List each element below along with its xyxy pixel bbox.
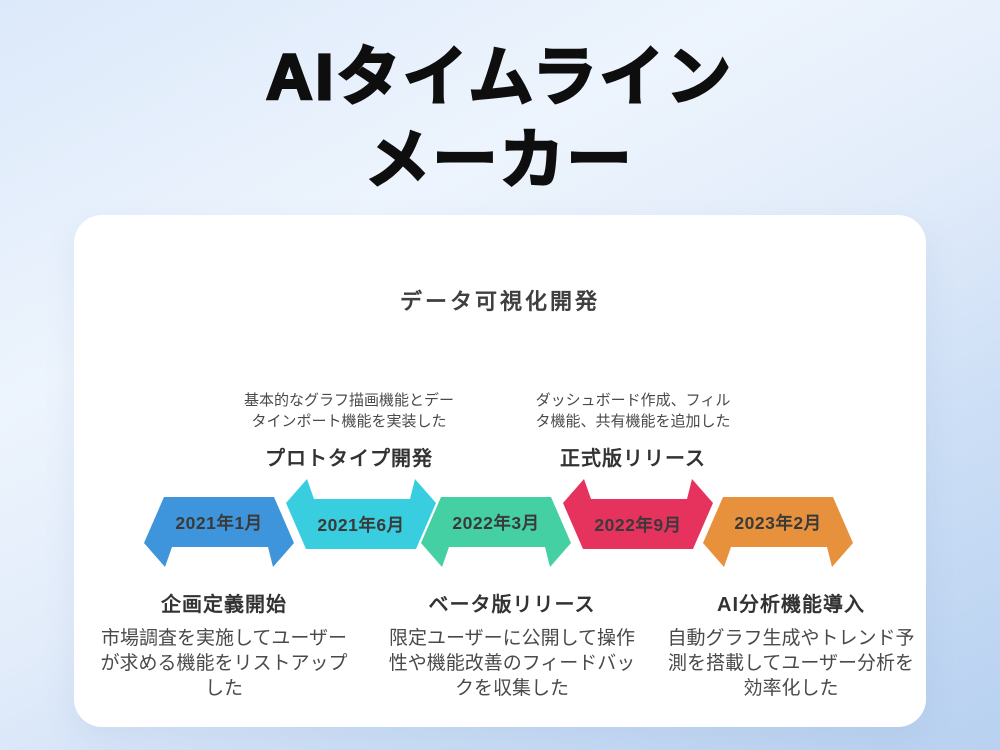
timeline-date: 2021年6月	[317, 514, 405, 535]
annotation-description: ダッシュボード作成、フィル タ機能、共有機能を追加した	[535, 392, 731, 430]
page-title-line1: AIタイムライン	[265, 40, 734, 115]
annotation-prototype: 基本的なグラフ描画機能とデー タインポート機能を実装した プロトタイプ開発	[219, 390, 479, 471]
ribbon-banner-down-icon	[421, 497, 571, 567]
timeline-item-2022-03: 2022年3月	[421, 497, 571, 567]
annotation-ai-analysis: AI分析機能導入 自動グラフ生成やトレンド予 測を搭載してユーザー分析を 効率化…	[651, 588, 931, 701]
annotation-description: 基本的なグラフ描画機能とデー タインポート機能を実装した	[243, 392, 454, 430]
annotation-title: 企画定義開始	[161, 594, 287, 616]
timeline-card	[74, 215, 926, 727]
annotation-beta-release: ベータ版リリース 限定ユーザーに公開して操作 性や機能改善のフィードバッ クを収…	[372, 588, 652, 701]
annotation-title: ベータ版リリース	[428, 594, 596, 616]
timeline-item-2023-02: 2023年2月	[703, 497, 853, 567]
annotation-description: 自動グラフ生成やトレンド予 測を搭載してユーザー分析を 効率化した	[667, 628, 915, 699]
annotation-title: 正式版リリース	[560, 448, 706, 470]
annotation-title: AI分析機能導入	[717, 594, 865, 616]
ribbon-banner-up-icon	[563, 479, 713, 549]
timeline-date: 2021年1月	[175, 512, 263, 533]
annotation-description: 市場調査を実施してユーザー が求める機能をリストアップ した	[100, 628, 348, 699]
page-title-line2: メーカー	[365, 123, 634, 198]
timeline-date: 2022年9月	[594, 514, 682, 535]
ribbon-banner-up-icon	[286, 479, 436, 549]
timeline-date: 2023年2月	[734, 512, 822, 533]
annotation-planning: 企画定義開始 市場調査を実施してユーザー が求める機能をリストアップ した	[84, 588, 364, 701]
page-title: AIタイムライン メーカー	[0, 36, 1000, 202]
annotation-description: 限定ユーザーに公開して操作 性や機能改善のフィードバッ クを収集した	[388, 628, 636, 699]
annotation-title: プロトタイプ開発	[265, 448, 433, 470]
timeline-item-2022-09: 2022年9月	[563, 479, 713, 549]
timeline-date: 2022年3月	[452, 512, 540, 533]
timeline-item-2021-06: 2021年6月	[286, 479, 436, 549]
ribbon-banner-down-icon	[703, 497, 853, 567]
timeline-item-2021-01: 2021年1月	[144, 497, 294, 567]
annotation-official-release: ダッシュボード作成、フィル タ機能、共有機能を追加した 正式版リリース	[503, 390, 763, 471]
ribbon-banner-down-icon	[144, 497, 294, 567]
timeline-chart-title: データ可視化開発	[399, 289, 600, 314]
